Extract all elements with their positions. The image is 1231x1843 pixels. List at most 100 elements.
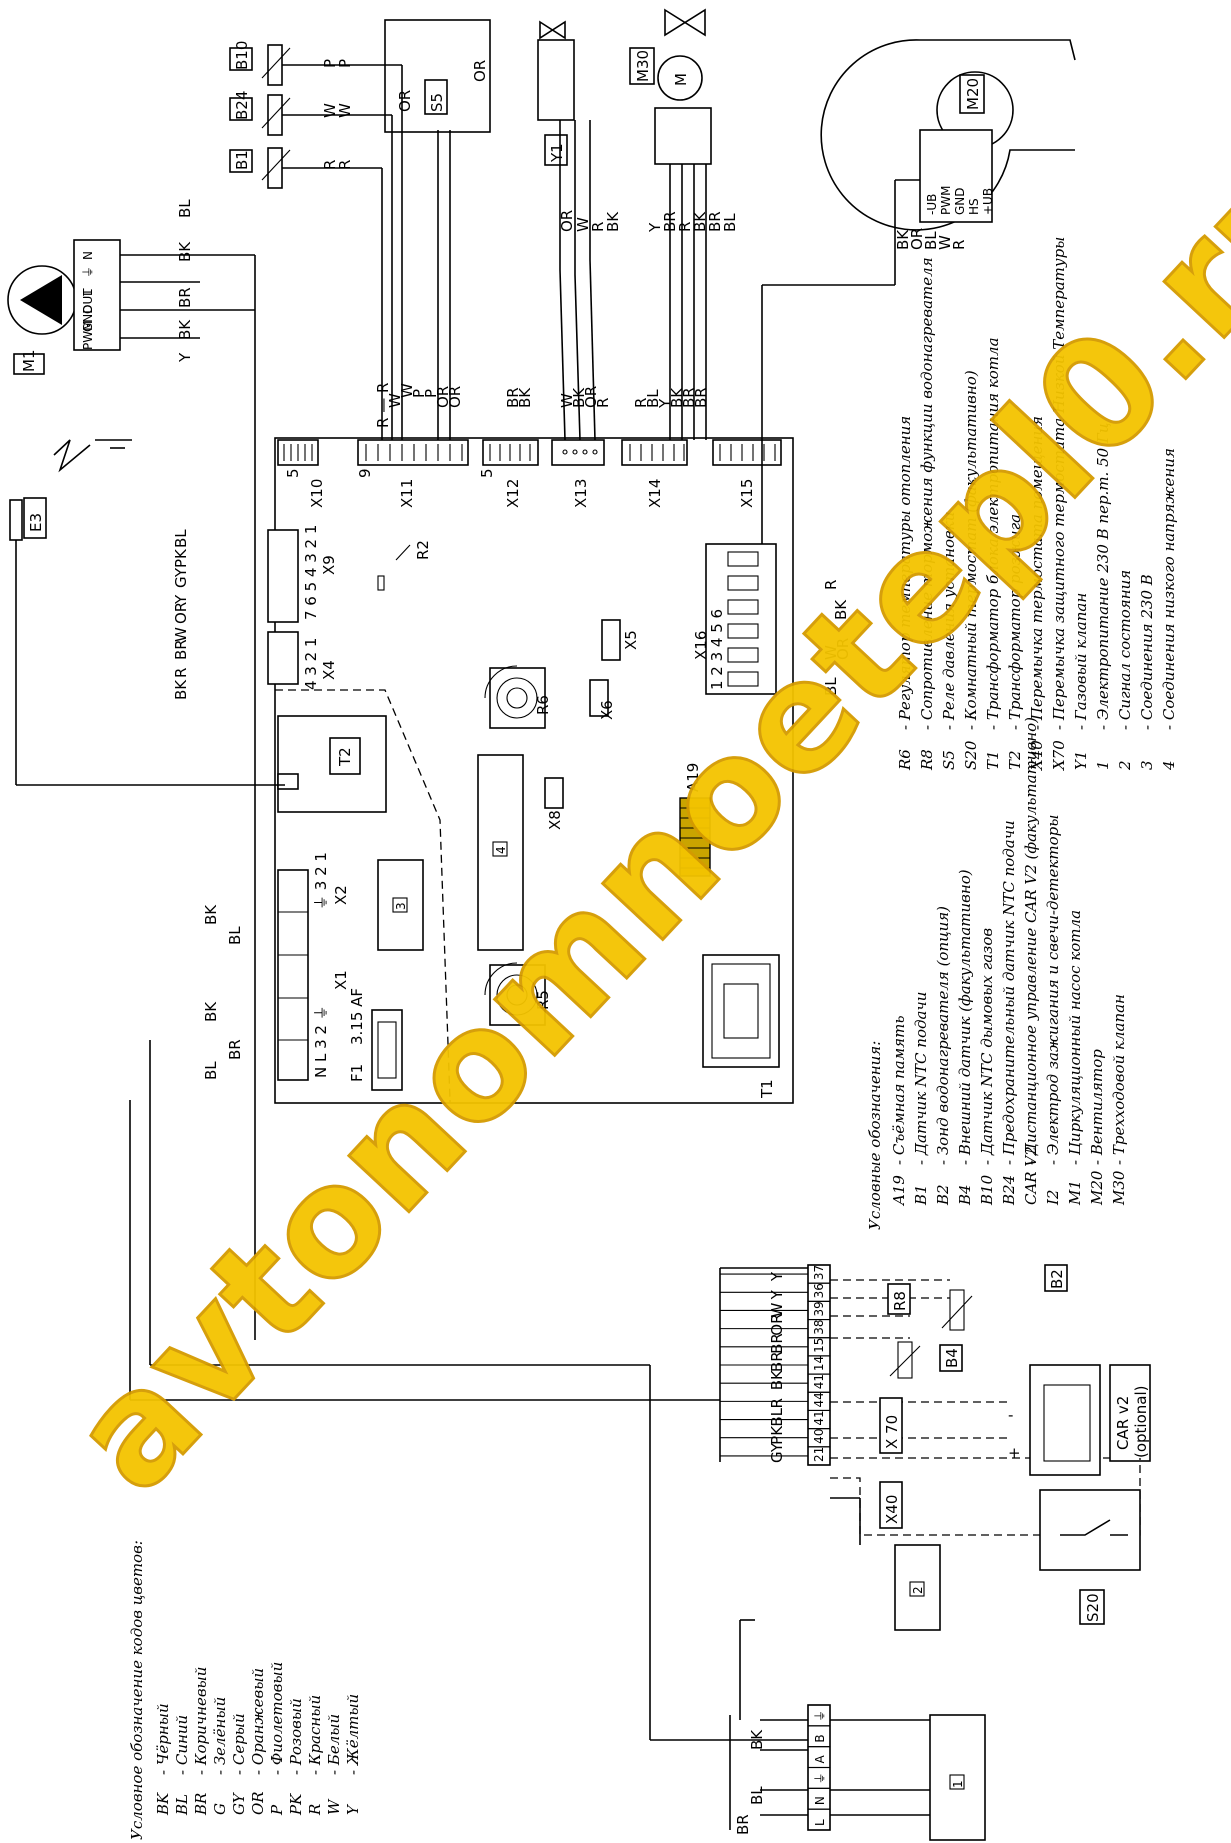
terminal-pin-label: 38 — [812, 1319, 826, 1334]
wire-color-labels: R — R W W P P OR OR BR BK W BK OR R R BL… — [172, 59, 852, 1080]
symbol-code: S20 — [962, 740, 980, 770]
svg-text:(optional): (optional) — [1132, 1386, 1150, 1459]
x1-x2-terminals — [277, 869, 309, 1081]
t1-transformer — [702, 954, 780, 1068]
symbol-legend-title: Условные обозначения: — [866, 1041, 884, 1230]
svg-text:9: 9 — [356, 468, 374, 478]
symbol-code: B24 — [1000, 1175, 1018, 1206]
svg-text:P: P — [422, 389, 440, 398]
symbol-code: A19 — [890, 1175, 908, 1207]
top-wiring — [15, 64, 920, 1340]
terminal-pin-label: 40 — [812, 1429, 826, 1444]
fan-wire-color: BL — [922, 231, 940, 250]
fan-pin: +UB — [981, 188, 995, 215]
svg-text:W: W — [822, 645, 840, 660]
svg-text:3: 3 — [394, 902, 408, 910]
x13-name: X13 — [572, 479, 590, 508]
svg-text:P: P — [336, 59, 354, 68]
svg-text:R2: R2 — [414, 540, 432, 560]
svg-text:BK: BK — [516, 387, 534, 408]
terminal-wire-color: R — [768, 1398, 786, 1408]
color-code: BR — [192, 1793, 210, 1816]
x8-connector — [544, 777, 564, 809]
svg-text:OR: OR — [471, 60, 489, 82]
board-top-connectors — [277, 439, 782, 466]
svg-text:X8: X8 — [546, 810, 564, 830]
svg-text:W: W — [336, 103, 354, 118]
symbol-code: M20 — [1088, 1170, 1106, 1206]
svg-text:T1: T1 — [758, 1079, 776, 1099]
svg-text:R: R — [594, 398, 612, 408]
svg-text:W: W — [574, 217, 592, 232]
terminal-pin-label: 41 — [812, 1410, 826, 1425]
svg-text:P: P — [410, 389, 428, 398]
color-legend: Условное обозначение кодов цветов:BK- Чё… — [128, 1540, 362, 1840]
symbol-text: - Предохранительный датчик NTC подачи — [1000, 820, 1018, 1165]
symbol-text: - Датчик NTC дымовых газов — [978, 928, 996, 1165]
svg-text:M: M — [672, 73, 690, 86]
fan-pin: PWM — [939, 186, 953, 215]
svg-text:B4: B4 — [943, 1348, 961, 1368]
box-4 — [477, 754, 524, 951]
symbol-legend: Условные обозначения: A19 - Съёмная память… — [866, 237, 1178, 1230]
svg-text:W: W — [398, 383, 416, 398]
terminal-wire-color: BL — [768, 1407, 786, 1426]
svg-text:3.15 AF: 3.15 AF — [348, 988, 366, 1045]
svg-text:BL: BL — [176, 199, 194, 218]
svg-text:BK: BK — [570, 387, 588, 408]
x14-name: X14 — [646, 479, 664, 508]
car-v2-remote — [1029, 1364, 1151, 1476]
terminal-wire-color: Y — [768, 1271, 786, 1282]
x4-connector — [267, 631, 299, 685]
m30-three-way-valve — [654, 8, 712, 165]
svg-text:E3: E3 — [27, 513, 45, 532]
svg-text:BK: BK — [691, 211, 709, 232]
svg-text:BL: BL — [226, 926, 244, 945]
x1-pins: N L 3 2 ⏚ — [312, 1005, 330, 1078]
mains-pin-label: A — [813, 1755, 827, 1764]
a19-memory[interactable] — [679, 797, 711, 877]
svg-text:OR: OR — [834, 638, 852, 660]
svg-text:S5: S5 — [428, 93, 446, 112]
fan-pin: -UB — [925, 194, 939, 215]
svg-text:BL: BL — [172, 529, 190, 548]
b-sensors — [229, 44, 291, 189]
svg-text:R6: R6 — [534, 695, 552, 715]
mains-pin-label: ⏚ — [813, 1710, 827, 1722]
svg-text:5: 5 — [478, 468, 496, 478]
svg-text:BR: BR — [706, 211, 724, 232]
symbol-code: T2 — [1006, 750, 1024, 770]
r6-potentiometer[interactable] — [484, 665, 546, 729]
terminal-wire-color: Y — [768, 1289, 786, 1300]
x40-jumper — [879, 1481, 903, 1529]
r5-potentiometer[interactable] — [484, 962, 546, 1026]
symbol-text: - Зонд водонагревателя (опция) — [934, 906, 952, 1165]
x5-connector — [601, 619, 621, 661]
svg-text:X6: X6 — [598, 700, 616, 720]
color-name: - Белый — [325, 1714, 343, 1775]
x12-name: X12 — [504, 479, 522, 508]
color-name: - Оранжевый — [249, 1668, 267, 1775]
terminal-pin-label: 44 — [812, 1392, 826, 1407]
pump-pin: PWM — [81, 321, 95, 350]
svg-text:BL: BL — [721, 213, 739, 232]
color-name: - Розовый — [287, 1698, 305, 1775]
x16-connector — [705, 543, 777, 695]
svg-text:OR: OR — [582, 386, 600, 408]
symbol-text: - Съёмная память — [890, 1015, 908, 1165]
terminal-pin-label: 14 — [812, 1356, 826, 1371]
svg-text:B1: B1 — [233, 150, 251, 170]
symbol-code: X70 — [1050, 740, 1068, 771]
svg-text:B10: B10 — [233, 41, 251, 70]
svg-text:Y: Y — [176, 352, 194, 363]
x2-name: X2 — [332, 885, 350, 905]
fan-wire-color: OR — [908, 228, 926, 250]
svg-text:Y: Y — [172, 594, 190, 605]
board-divider — [275, 689, 451, 1101]
fan-pin: HS — [967, 198, 981, 215]
svg-text:R: R — [589, 222, 607, 232]
svg-text:OR: OR — [172, 602, 190, 624]
e3-electrode — [9, 499, 23, 541]
terminal-wire-color: BR — [768, 1333, 786, 1354]
